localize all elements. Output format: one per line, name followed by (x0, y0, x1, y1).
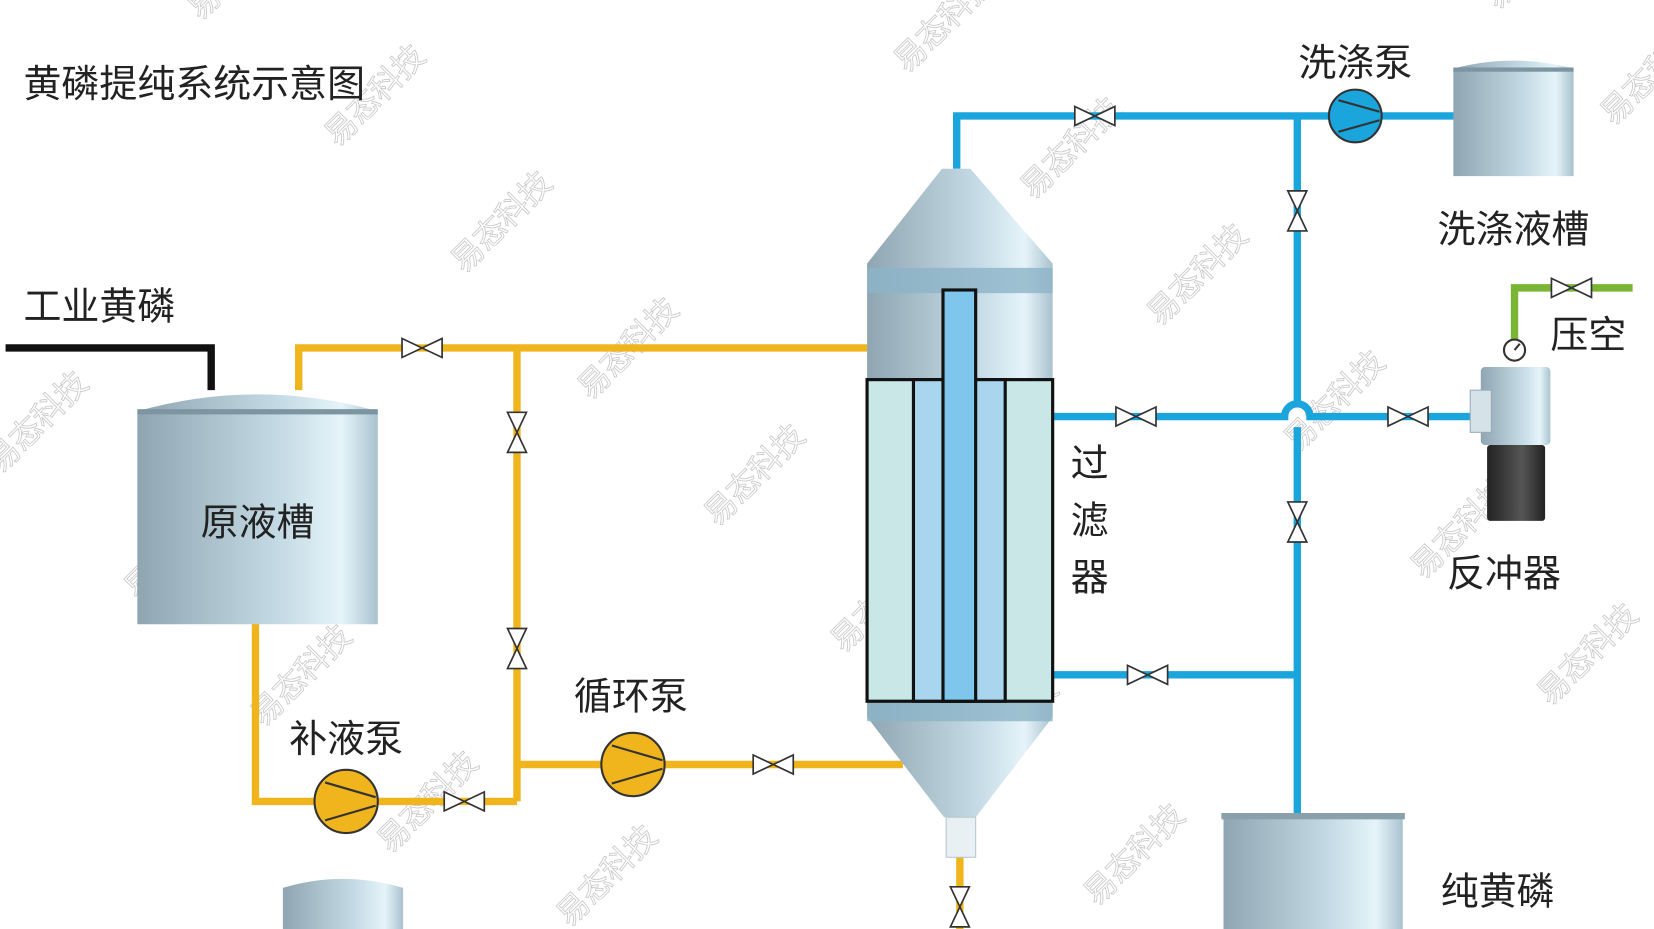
valve-icon[interactable] (401, 337, 443, 359)
valve-icon[interactable] (506, 411, 528, 454)
page-title: 黄磷提纯系统示意图 (23, 62, 365, 106)
valve-icon[interactable] (443, 790, 486, 813)
blue-pipes (953, 112, 1473, 815)
label-wash-tank: 洗涤液槽 (1438, 208, 1590, 252)
label-backflush: 反冲器 (1447, 551, 1561, 595)
filter-vessel (865, 168, 1055, 858)
label-circ-pump: 循环泵 (574, 675, 688, 719)
label-raw-tank: 原液槽 (201, 501, 315, 545)
valve-icon[interactable] (1550, 277, 1593, 299)
valve-icon[interactable] (949, 885, 971, 928)
wash-pump-icon (1327, 88, 1383, 144)
valve-icon[interactable] (1115, 405, 1157, 428)
watermark: 易态科技 (1077, 798, 1192, 913)
wash-tank (1453, 60, 1574, 177)
partial-tank (282, 878, 404, 929)
label-filter-3: 器 (1071, 556, 1109, 600)
watermark: 易态科技 (887, 0, 1002, 79)
valve-icon[interactable] (1126, 664, 1169, 686)
backflush-device (1469, 338, 1551, 521)
watermark: 易态科技 (1531, 597, 1646, 712)
pure-p-tank (1221, 813, 1405, 929)
pressure-gauge-icon (1502, 338, 1527, 362)
valve-icon[interactable] (752, 753, 795, 776)
valve-icon[interactable] (506, 627, 528, 670)
valve-icon[interactable] (1286, 501, 1309, 543)
label-wash-pump: 洗涤泵 (1298, 41, 1412, 85)
circulation-pump-icon (600, 731, 666, 798)
makeup-pump-icon (313, 768, 379, 835)
watermark: 易态科技 (1594, 17, 1654, 132)
valves (401, 105, 1593, 928)
raw-tank: 原液槽 (137, 394, 378, 625)
watermark: 易态科技 (1478, 0, 1593, 16)
label-makeup-pump: 补液泵 (289, 717, 403, 761)
watermark: 易态科技 (1140, 218, 1255, 333)
watermark: 易态科技 (444, 165, 559, 280)
label-compressed-air: 压空 (1550, 313, 1626, 357)
label-industrial-p: 工业黄磷 (23, 285, 175, 329)
yellow-pipes (251, 344, 964, 929)
watermark: 易态科技 (698, 418, 813, 533)
valve-icon[interactable] (1387, 405, 1429, 428)
center-tube (941, 288, 978, 703)
compressed-air-pipe (1510, 284, 1633, 343)
valve-icon[interactable] (1073, 105, 1116, 127)
valve-icon[interactable] (1286, 190, 1309, 232)
industrial-feed-pipe (5, 344, 215, 391)
watermark: 易态科技 (550, 819, 665, 929)
watermark: 易态科技 (181, 0, 296, 27)
label-filter-2: 滤 (1071, 499, 1109, 543)
label-filter-1: 过 (1071, 442, 1109, 486)
watermark: 易态科技 (0, 365, 95, 480)
label-pure-p: 纯黄磷 (1441, 870, 1555, 914)
